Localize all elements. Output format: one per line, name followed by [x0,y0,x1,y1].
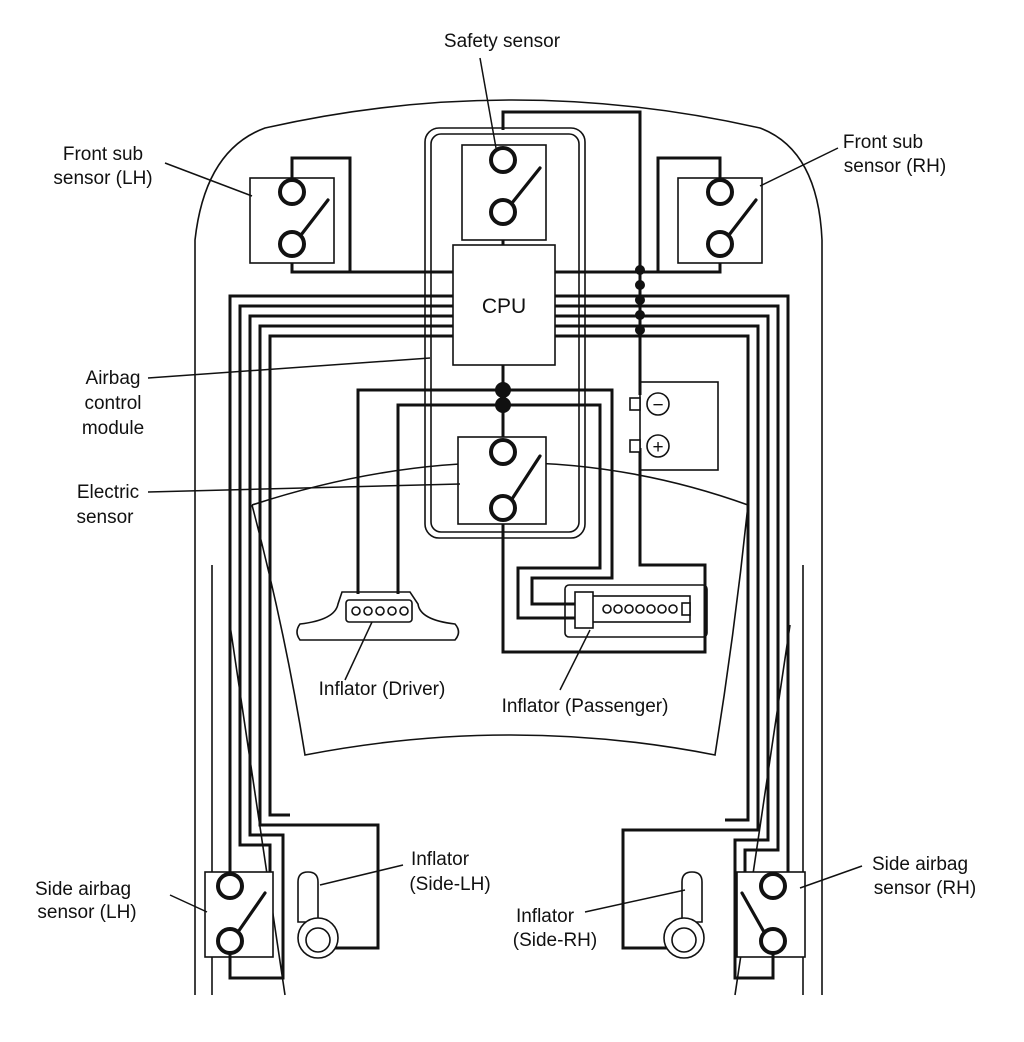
front-sub-sensor-rh [677,177,763,264]
inflator-side-lh [297,871,339,959]
label-inflator-side-lh-line1: Inflator [411,849,470,870]
label-side-airbag-rh-line2: sensor (RH) [874,878,976,899]
label-inflator-side-lh-line2: (Side-LH) [409,874,490,895]
label-airbag-control-line1: Airbag [86,368,141,389]
label-airbag-control-line2: control [84,393,141,414]
label-front-sub-lh-line1: Front sub [63,144,143,165]
cpu-label: CPU [482,295,526,318]
inflator-driver [296,591,460,641]
label-front-sub-lh-line2: sensor (LH) [53,168,152,189]
text-labels: Safety sensor Front sub sensor (LH) Fron… [35,31,976,951]
safety-sensor [461,144,547,241]
label-side-airbag-lh-line1: Side airbag [35,879,131,900]
label-safety-sensor: Safety sensor [444,31,561,52]
label-side-airbag-rh-line1: Side airbag [872,854,968,875]
label-airbag-control-line3: module [82,418,144,439]
cpu-block: CPU [452,244,556,366]
label-front-sub-rh-line2: sensor (RH) [844,156,946,177]
label-front-sub-rh-line1: Front sub [843,132,923,153]
label-electric-sensor-line1: Electric [77,482,139,503]
label-inflator-side-rh-line2: (Side-RH) [513,930,597,951]
airbag-control-module-outline [424,127,586,539]
label-inflator-passenger: Inflator (Passenger) [502,696,669,717]
battery-negative-symbol: − [652,395,663,416]
inflator-side-rh [663,871,705,959]
battery: − + [629,392,670,458]
inflator-passenger [564,584,708,638]
wiring-harness [228,110,790,950]
wire-junctions [495,265,645,413]
front-sub-sensor-lh [249,177,335,264]
label-inflator-driver: Inflator (Driver) [319,679,446,700]
battery-positive-symbol: + [652,437,663,458]
label-side-airbag-lh-line2: sensor (LH) [37,902,136,923]
electric-sensor [457,436,547,525]
side-airbag-sensor-lh [204,871,285,980]
label-inflator-side-rh-line1: Inflator [516,906,575,927]
leader-lines [147,57,863,913]
label-electric-sensor-line2: sensor [76,507,134,528]
side-airbag-sensor-rh [733,871,806,980]
